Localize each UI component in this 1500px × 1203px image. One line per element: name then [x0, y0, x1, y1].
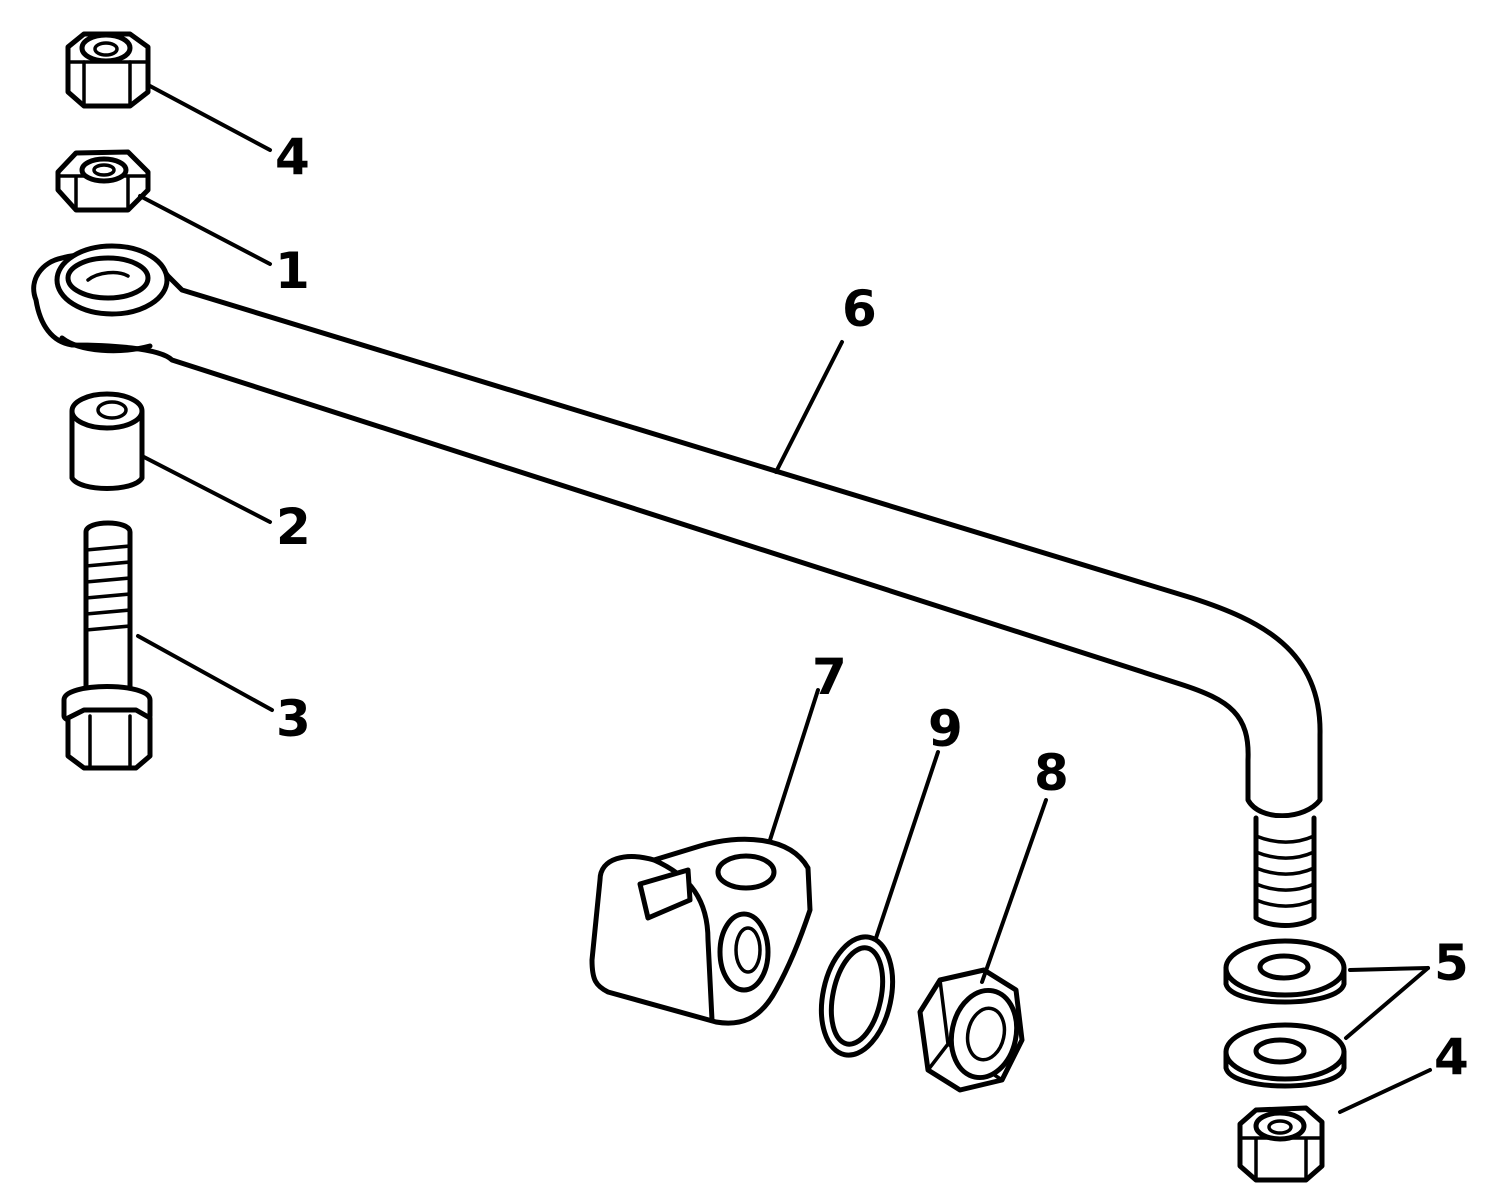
callout-4-bottom: 4 — [1434, 1028, 1469, 1086]
leader-7 — [768, 688, 820, 842]
callout-1: 1 — [275, 242, 310, 300]
callout-7: 7 — [812, 648, 847, 706]
callout-2: 2 — [276, 498, 311, 556]
leader-2 — [140, 454, 272, 524]
leader-8 — [980, 798, 1048, 984]
leader-6 — [774, 340, 844, 474]
leader-9 — [874, 750, 940, 940]
callout-5: 5 — [1434, 934, 1469, 992]
part-4-bottom-lock-nut — [1237, 1105, 1325, 1183]
part-7-clamp-block — [589, 836, 813, 1026]
leader-5-lower — [1344, 966, 1430, 1040]
callout-4-top: 4 — [275, 128, 310, 186]
part-6-drag-link — [31, 243, 1323, 928]
part-5-washers — [1223, 938, 1347, 1089]
callout-6: 6 — [842, 280, 877, 338]
leader-3 — [136, 634, 274, 712]
callout-labels: 4 1 6 2 7 3 9 8 5 4 — [275, 128, 1469, 1086]
part-8-lock-nut — [917, 967, 1025, 1093]
leader-5-upper — [1348, 966, 1430, 972]
part-1-hex-nut — [55, 149, 151, 213]
part-9-washer — [818, 934, 896, 1058]
callout-3: 3 — [276, 690, 311, 748]
leader-lines — [136, 84, 1432, 1114]
callout-8: 8 — [1034, 744, 1069, 802]
leader-4-top — [148, 84, 272, 152]
leader-4-bottom — [1338, 1068, 1432, 1114]
part-4-top-lock-nut — [65, 31, 151, 109]
part-2-spacer-bushing — [69, 391, 145, 491]
part-3-flange-bolt — [61, 520, 153, 771]
callout-9: 9 — [928, 700, 963, 758]
leader-1 — [138, 194, 272, 266]
